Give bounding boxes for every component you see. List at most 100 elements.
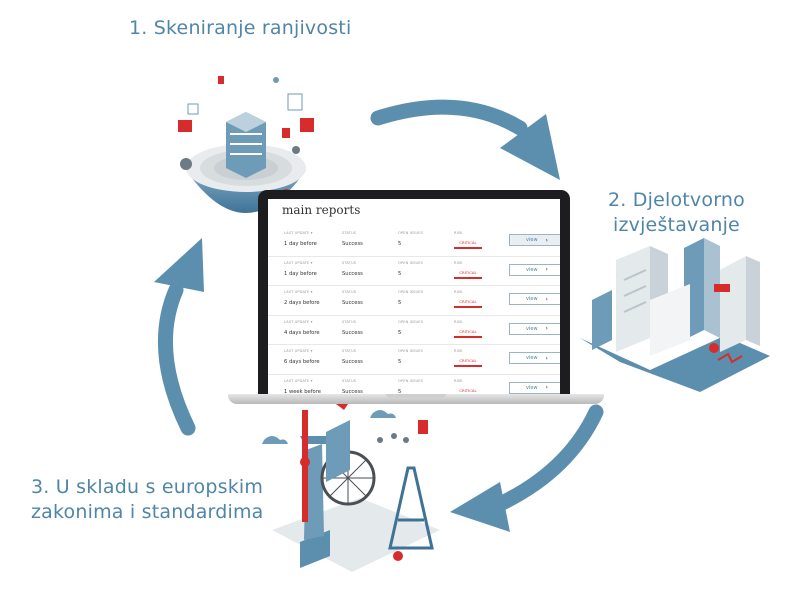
- cell-last-update: 6 days before: [284, 359, 320, 365]
- header-risk: RISK: [454, 349, 463, 353]
- eu-landmarks-icon: [262, 401, 440, 572]
- header-open-issues: OPEN ISSUES: [398, 231, 424, 235]
- table-row: LAST UPDATE ▾ STATUS OPEN ISSUES RISK 1 day …: [268, 227, 560, 257]
- view-button-label: view: [526, 237, 538, 243]
- table-row: LAST UPDATE ▾ STATUS OPEN ISSUES RISK 6 days…: [268, 345, 560, 375]
- view-button[interactable]: view›: [509, 263, 560, 276]
- cell-open-issues: 5: [398, 329, 402, 336]
- header-open-issues: OPEN ISSUES: [398, 378, 424, 383]
- step-2-text-line-1: 2. Djelotvorno: [608, 189, 745, 211]
- header-last-update: LAST UPDATE ▾: [284, 378, 313, 383]
- cell-open-issues: 5: [398, 300, 402, 306]
- chevron-right-icon: ›: [545, 295, 548, 303]
- cell-last-update: 1 week before: [284, 388, 321, 395]
- risk-badge: CRITICAL: [454, 329, 482, 338]
- risk-text: CRITICAL: [459, 269, 477, 275]
- step-1-label: 1. Skeniranje ranjivosti: [129, 16, 351, 41]
- risk-badge: CRITICAL: [454, 358, 482, 367]
- header-risk: RISK: [454, 290, 463, 294]
- chevron-right-icon: ›: [545, 384, 548, 391]
- header-open-issues: OPEN ISSUES: [398, 349, 424, 353]
- header-risk: RISK: [454, 231, 463, 235]
- risk-badge: CRITICAL: [454, 240, 482, 249]
- view-button[interactable]: view ›: [509, 322, 560, 335]
- header-risk: RISK: [454, 260, 463, 265]
- cycle-arrow-icon: [370, 99, 560, 180]
- header-status: STATUS: [342, 260, 357, 265]
- reports-title: main reports: [282, 203, 361, 217]
- cell-status: Success: [342, 241, 363, 247]
- header-status: STATUS: [342, 231, 357, 235]
- risk-text: CRITICAL: [459, 299, 477, 304]
- view-button[interactable]: view ›: [509, 234, 560, 246]
- step-2-text-line-2: izvještavanje: [612, 214, 740, 236]
- risk-text: CRITICAL: [459, 387, 477, 393]
- city-buildings-icon: [580, 238, 770, 392]
- cell-last-update: 1 day before: [284, 270, 317, 277]
- header-last-update: LAST UPDATE ▾: [284, 260, 313, 265]
- risk-bar: [454, 306, 482, 308]
- header-last-update: LAST UPDATE ▾: [284, 319, 313, 324]
- risk-badge: CRITICAL: [454, 299, 482, 308]
- risk-bar: [454, 335, 482, 338]
- risk-text: CRITICAL: [459, 328, 477, 334]
- laptop-base: [228, 394, 604, 404]
- step-3-label: 3. U skladu s europskim zakonima i stand…: [31, 475, 264, 525]
- cell-last-update: 1 day before: [284, 241, 317, 247]
- step-3-text-line-2: zakonima i standardima: [31, 501, 264, 523]
- view-button-label: view: [526, 325, 538, 332]
- chevron-right-icon: ›: [545, 236, 548, 244]
- cell-last-update: 2 days before: [284, 300, 320, 306]
- cell-status: Success: [342, 329, 363, 336]
- cell-open-issues: 5: [398, 270, 402, 277]
- cell-last-update: 4 days before: [284, 329, 320, 336]
- step-1-text: 1. Skeniranje ranjivosti: [129, 17, 352, 39]
- cell-status: Success: [342, 300, 363, 306]
- laptop-notch: [386, 394, 446, 398]
- view-button-label: view: [526, 384, 538, 391]
- header-status: STATUS: [342, 319, 357, 324]
- header-risk: RISK: [454, 319, 463, 324]
- cell-status: Success: [342, 270, 363, 277]
- risk-text: CRITICAL: [459, 240, 477, 245]
- laptop-screen-bezel: main reports LAST UPDATE ▾ STATUS OPEN ISS…: [258, 190, 570, 394]
- chevron-right-icon: ›: [545, 325, 548, 332]
- header-status: STATUS: [342, 378, 357, 383]
- view-button[interactable]: view ›: [509, 352, 560, 364]
- header-open-issues: OPEN ISSUES: [398, 260, 424, 265]
- laptop-screen: main reports LAST UPDATE ▾ STATUS OPEN ISS…: [268, 199, 560, 394]
- step-3-text-line-1: 3. U skladu s europskim: [31, 476, 264, 498]
- risk-bar: [454, 276, 482, 279]
- header-status: STATUS: [342, 349, 357, 353]
- cycle-arrow-icon: [154, 238, 204, 436]
- laptop: main reports LAST UPDATE ▾ STATUS OPEN ISS…: [228, 190, 604, 412]
- header-last-update: LAST UPDATE ▾: [284, 290, 313, 294]
- view-button[interactable]: view ›: [509, 381, 560, 394]
- cell-open-issues: 5: [398, 241, 402, 247]
- risk-bar: [454, 247, 482, 249]
- cycle-arrow-icon: [450, 404, 604, 532]
- risk-badge: CRITICAL: [454, 270, 482, 279]
- cell-open-issues: 5: [398, 359, 402, 365]
- table-row: LAST UPDATE ▾ STATUS OPEN ISSUES RISK 1 day …: [268, 257, 560, 286]
- header-status: STATUS: [342, 290, 357, 294]
- cell-open-issues: 5: [398, 388, 402, 395]
- reports-table: LAST UPDATE ▾ STATUS OPEN ISSUES RISK 1 day …: [268, 227, 560, 394]
- view-button-label: view: [526, 355, 538, 361]
- cell-status: Success: [342, 359, 363, 365]
- header-last-update: LAST UPDATE ▾: [284, 231, 313, 235]
- chevron-right-icon: ›: [545, 266, 548, 273]
- risk-text: CRITICAL: [459, 358, 477, 363]
- view-button[interactable]: view ›: [509, 293, 560, 305]
- chevron-right-icon: ›: [545, 354, 548, 362]
- step-2-label: 2. Djelotvorno izvještavanje: [608, 188, 745, 238]
- cell-status: Success: [342, 388, 363, 395]
- risk-badge: CRITICAL: [454, 388, 482, 395]
- view-button-label: view: [526, 296, 538, 302]
- risk-bar: [454, 365, 482, 367]
- header-last-update: LAST UPDATE ▾: [284, 349, 313, 353]
